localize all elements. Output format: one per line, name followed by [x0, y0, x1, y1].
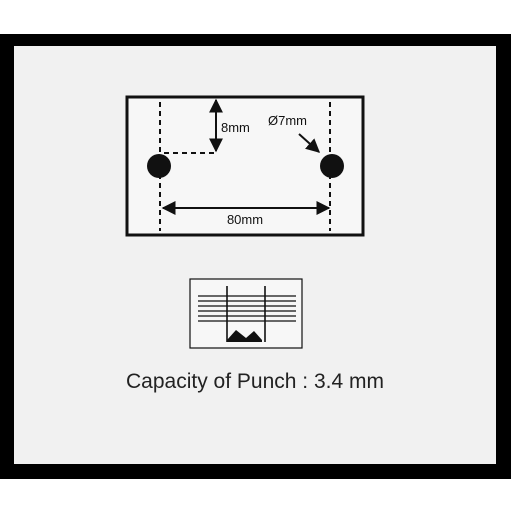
left-hole — [147, 154, 171, 178]
punch-diagram: 8mm Ø7mm 80mm — [125, 95, 365, 349]
spacing-label: 80mm — [227, 212, 263, 227]
diameter-leader-arrow — [298, 133, 321, 153]
depth-label: 8mm — [221, 120, 250, 135]
paper-stack-icon — [189, 278, 303, 349]
punch-capacity-caption: Capacity of Punch : 3.4 mm — [126, 370, 384, 393]
hole-diameter-label: Ø7mm — [268, 113, 307, 128]
right-hole — [320, 154, 344, 178]
diagram-panel: 8mm Ø7mm 80mm Capacity of Punch : 3. — [14, 46, 496, 464]
black-frame: 8mm Ø7mm 80mm Capacity of Punch : 3. — [0, 34, 511, 479]
